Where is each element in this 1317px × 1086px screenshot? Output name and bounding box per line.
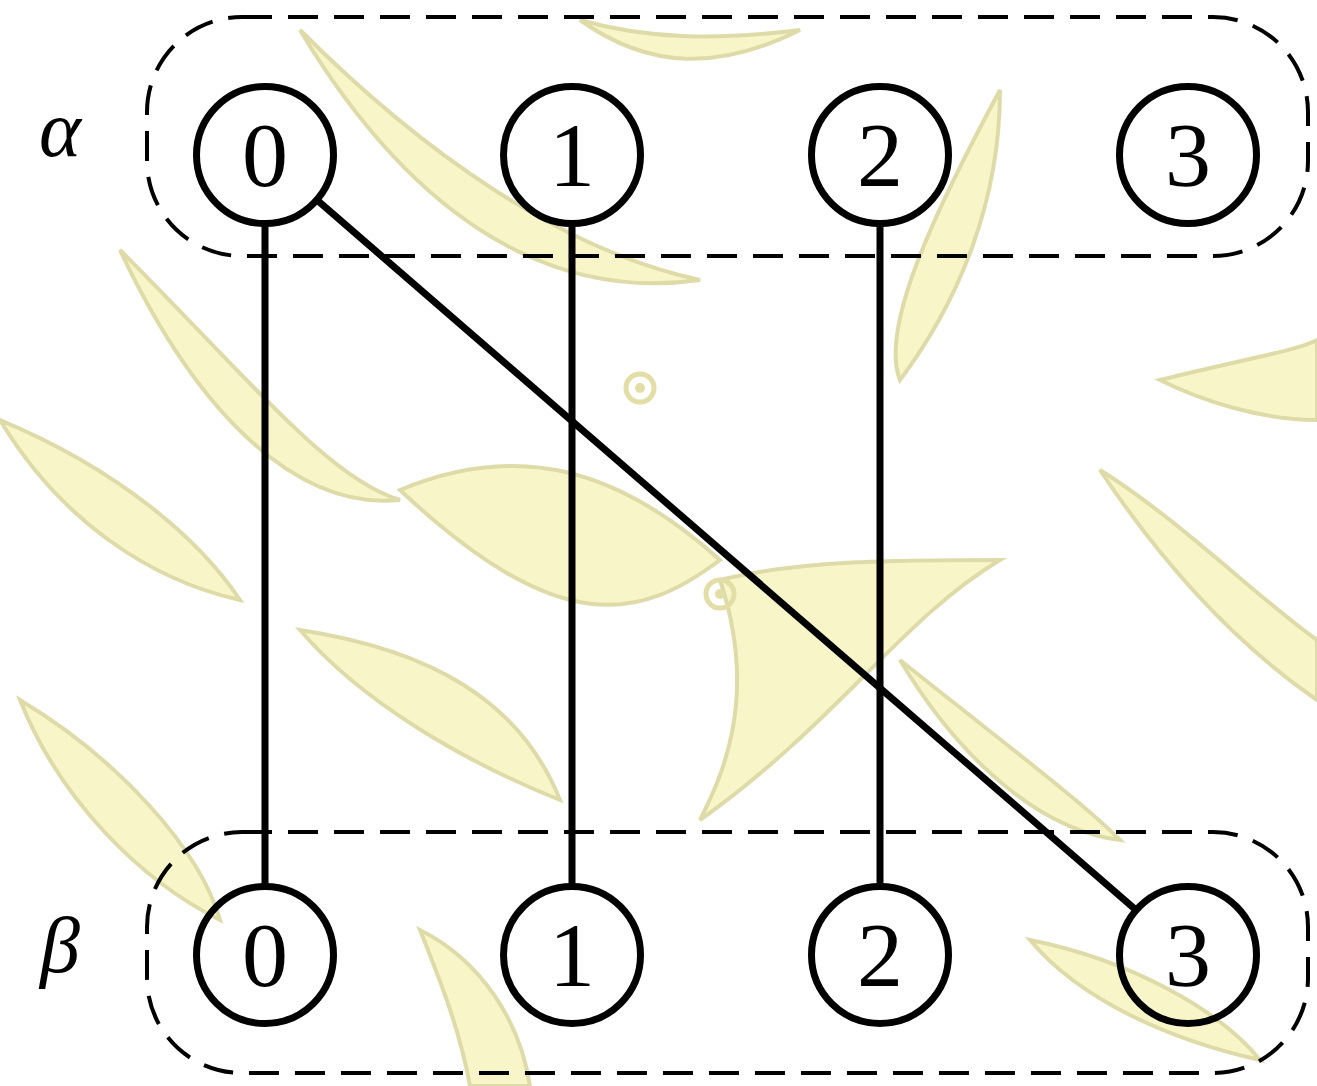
index-number: 1 bbox=[549, 909, 595, 1001]
index-number: 0 bbox=[242, 909, 288, 1001]
group-label: β bbox=[40, 905, 80, 985]
index-circle: 3 bbox=[1116, 883, 1260, 1027]
index-number: 2 bbox=[857, 109, 903, 201]
index-circle: 3 bbox=[1116, 83, 1260, 227]
index-circle: 0 bbox=[193, 883, 337, 1027]
group-label: α bbox=[39, 89, 81, 169]
dashed-outline bbox=[147, 832, 1308, 1073]
index-number: 3 bbox=[1165, 909, 1211, 1001]
dashed-outline bbox=[145, 830, 1310, 1075]
dashed-outline bbox=[147, 17, 1308, 256]
index-circle: 2 bbox=[808, 883, 952, 1027]
edge-line bbox=[262, 224, 269, 886]
index-number: 3 bbox=[1165, 109, 1211, 201]
group-region: α0123 bbox=[145, 15, 1310, 258]
edge-line bbox=[877, 224, 884, 886]
index-number: 2 bbox=[857, 909, 903, 1001]
index-number: 1 bbox=[549, 109, 595, 201]
edge-line bbox=[569, 224, 576, 886]
group-region: β0123 bbox=[145, 830, 1310, 1075]
index-circle: 1 bbox=[500, 883, 644, 1027]
index-circle: 2 bbox=[808, 83, 952, 227]
dashed-outline bbox=[145, 15, 1310, 258]
index-circle: 0 bbox=[193, 83, 337, 227]
index-circle: 1 bbox=[500, 83, 644, 227]
index-number: 0 bbox=[242, 109, 288, 201]
edge-line bbox=[317, 200, 1136, 910]
